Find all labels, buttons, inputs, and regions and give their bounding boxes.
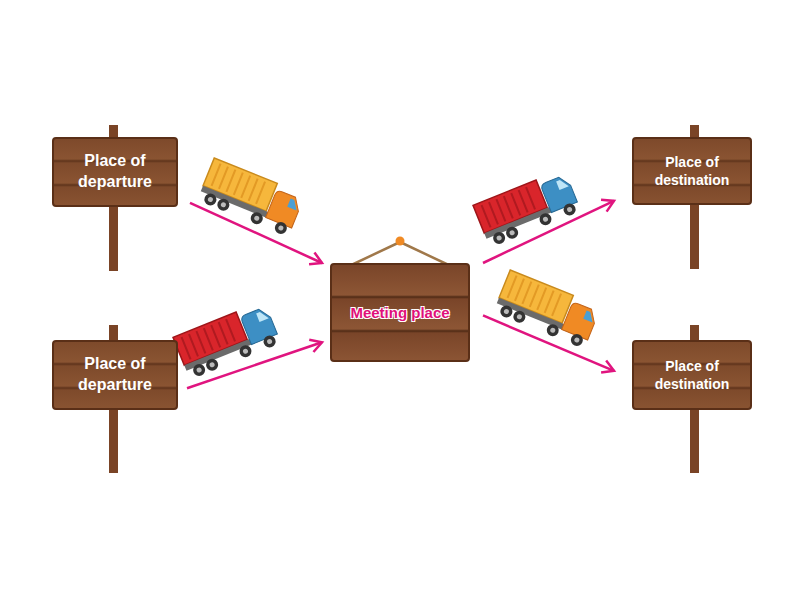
sign-text: Place of destination	[644, 153, 740, 189]
arrow-head	[601, 360, 614, 372]
sign-text: Place of destination	[644, 357, 740, 393]
arrow-head	[309, 340, 322, 352]
sign-text: Meeting place	[350, 304, 449, 321]
destination-sign: Place of destination	[632, 340, 752, 410]
sign-text: Place of departure	[64, 151, 166, 193]
flow-arrow	[190, 203, 322, 264]
sign-text: Place of departure	[64, 354, 166, 396]
flow-arrow	[483, 200, 614, 263]
truck	[197, 158, 305, 237]
departure-sign: Place of departure	[52, 137, 178, 207]
arrow-line	[187, 342, 322, 388]
flow-arrow	[187, 340, 322, 389]
departure-sign: Place of departure	[52, 340, 178, 410]
meeting-sign: Meeting place	[330, 263, 470, 362]
arrow-head	[601, 200, 614, 212]
arrow-line	[483, 201, 614, 263]
truck	[493, 270, 601, 349]
truck	[473, 169, 581, 248]
arrow-line	[190, 203, 322, 263]
arrow-line	[483, 315, 614, 370]
destination-sign: Place of destination	[632, 137, 752, 205]
nail	[396, 237, 405, 246]
truck	[173, 301, 281, 380]
arrow-head	[309, 252, 322, 264]
flow-arrow	[483, 315, 614, 372]
